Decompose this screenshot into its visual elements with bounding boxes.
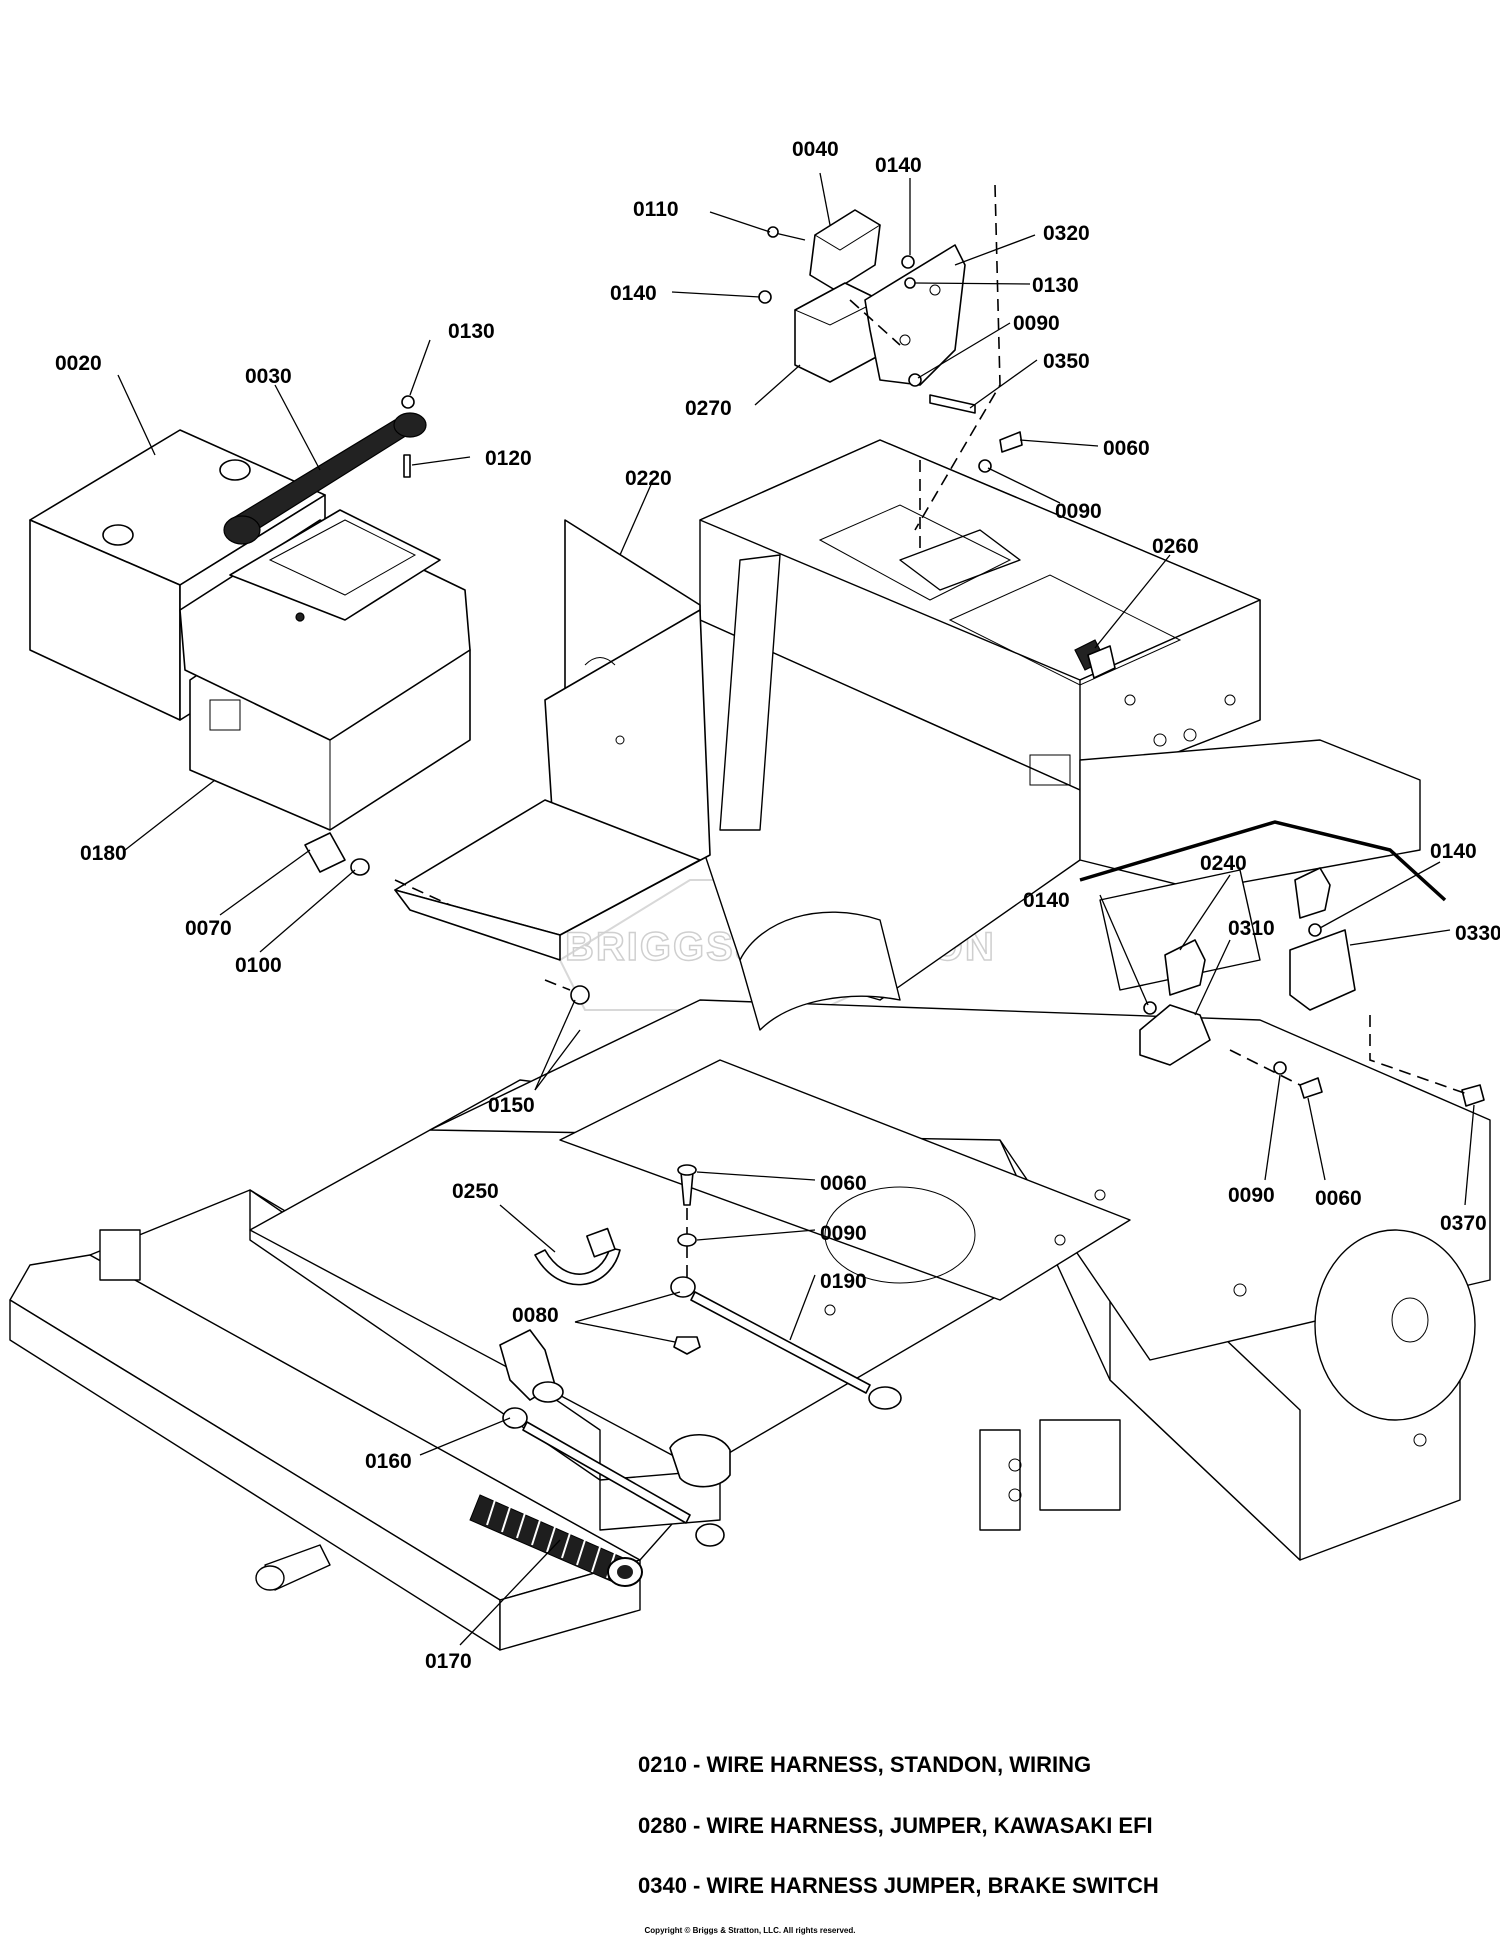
callout-0060-top: 0060 xyxy=(1103,437,1150,460)
note-wire-harness-kawasaki: 0280 - WIRE HARNESS, JUMPER, KAWASAKI EF… xyxy=(638,1813,1153,1838)
callout-0320: 0320 xyxy=(1043,222,1090,245)
callout-0160: 0160 xyxy=(365,1450,412,1473)
callout-0030: 0030 xyxy=(245,365,292,388)
callout-0140-switch-right: 0140 xyxy=(1430,840,1477,863)
callout-0070: 0070 xyxy=(185,917,232,940)
callout-0140-left: 0140 xyxy=(610,282,657,305)
cables xyxy=(499,1164,902,1547)
callout-0170: 0170 xyxy=(425,1650,472,1673)
callout-labels: 0040 0140 0110 0320 0140 0130 0090 0350 … xyxy=(55,138,1500,1673)
callout-0090-switch: 0090 xyxy=(1228,1184,1275,1207)
callout-0240: 0240 xyxy=(1200,852,1247,875)
callout-0020: 0020 xyxy=(55,352,102,375)
callout-0100: 0100 xyxy=(235,954,282,977)
callout-0090-top: 0090 xyxy=(1013,312,1060,335)
callout-0150: 0150 xyxy=(488,1094,535,1117)
control-tower xyxy=(699,439,1421,1031)
callout-0260: 0260 xyxy=(1152,535,1199,558)
callout-0190: 0190 xyxy=(820,1270,867,1293)
callout-0090-cable: 0090 xyxy=(820,1222,867,1245)
cable-strap-0250 xyxy=(534,1227,621,1286)
callout-0080: 0080 xyxy=(512,1304,559,1327)
callout-0140-top: 0140 xyxy=(875,154,922,177)
callout-0040: 0040 xyxy=(792,138,839,161)
strap-hardware xyxy=(401,395,415,478)
callout-0270: 0270 xyxy=(685,397,732,420)
module-assembly xyxy=(758,184,1023,550)
battery-box-0180 xyxy=(179,509,471,831)
callout-0130-top: 0130 xyxy=(1032,274,1079,297)
callout-0220: 0220 xyxy=(625,467,672,490)
leader-lines xyxy=(117,172,1475,1646)
callout-0060-switch: 0060 xyxy=(1315,1187,1362,1210)
clip-0260 xyxy=(1074,639,1116,679)
copyright-notice: Copyright © Briggs & Stratton, LLC. All … xyxy=(644,1926,856,1935)
callout-0130-strap: 0130 xyxy=(448,320,495,343)
callout-0060-cable: 0060 xyxy=(820,1172,867,1195)
callout-0180: 0180 xyxy=(80,842,127,865)
note-wire-harness-brake: 0340 - WIRE HARNESS JUMPER, BRAKE SWITCH xyxy=(638,1873,1159,1898)
switch-assembly xyxy=(1079,820,1485,1107)
callout-0090-tower: 0090 xyxy=(1055,500,1102,523)
battery-tray-0220 xyxy=(394,519,711,961)
callout-0310: 0310 xyxy=(1228,917,1275,940)
callout-0120: 0120 xyxy=(485,447,532,470)
callout-0350: 0350 xyxy=(1043,350,1090,373)
battery-strap-0030 xyxy=(223,412,427,545)
callout-0140-switch-left: 0140 xyxy=(1023,889,1070,912)
callout-0370: 0370 xyxy=(1440,1212,1487,1235)
callout-0250: 0250 xyxy=(452,1180,499,1203)
note-wire-harness-standon: 0210 - WIRE HARNESS, STANDON, WIRING xyxy=(638,1752,1092,1777)
callout-0330: 0330 xyxy=(1455,922,1500,945)
wire-loom-0170 xyxy=(469,1494,643,1587)
tray-hardware xyxy=(304,832,590,1005)
callout-0110: 0110 xyxy=(633,198,679,221)
